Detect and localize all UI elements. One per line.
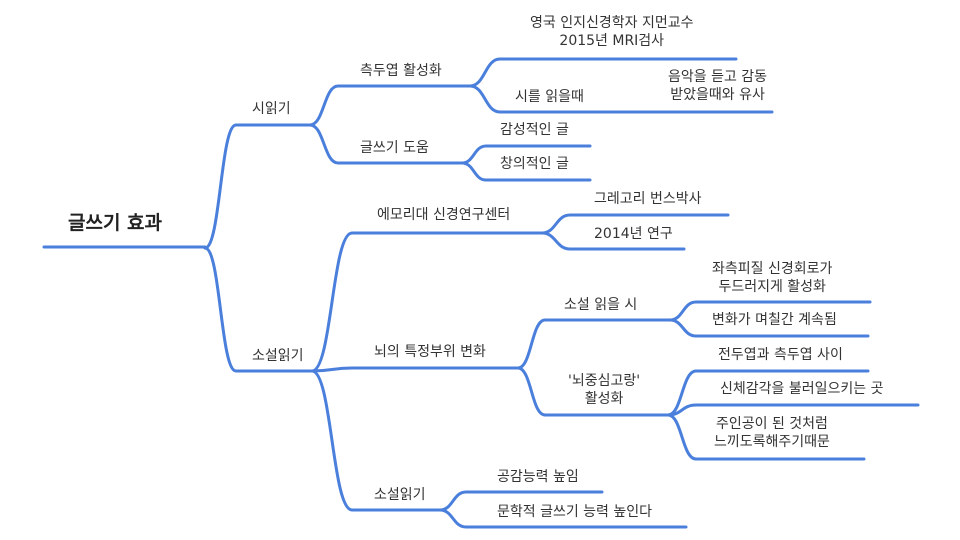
node-zeman-line-1: 영국 인지신경학자 지먼교수: [530, 15, 694, 31]
edge-zeman: [468, 57, 738, 88]
node-emory-center[interactable]: 에모리대 신경연구센터: [377, 207, 511, 223]
edge-protagonist: [666, 413, 866, 461]
node-empathy[interactable]: 공감능력 높임: [497, 469, 579, 485]
node-music-line-2: 받았을때와 유사: [670, 87, 765, 103]
node-protagonist-line-2: 느끼도록해주기때문: [714, 434, 830, 450]
edge-emory: [310, 231, 544, 373]
node-protagonist[interactable]: 주인공이 된 것처럼 느끼도록해주기때문: [714, 415, 830, 451]
node-creative-writing[interactable]: 창의적인 글: [500, 156, 569, 172]
node-central-sulcus-line-2: 활성화: [584, 391, 624, 407]
node-emotional-writing[interactable]: 감성적인 글: [500, 122, 569, 138]
node-gregory-berns[interactable]: 그레고리 번스박사: [594, 191, 702, 207]
node-bodily-sensation[interactable]: 신체감각을 불러일으키는 곳: [720, 381, 884, 397]
node-music-similarity[interactable]: 음악을 듣고 감동 받았을때와 유사: [668, 68, 767, 104]
edge-brain-region: [310, 366, 520, 373]
node-brain-region-change[interactable]: 뇌의 특정부위 변화: [374, 344, 486, 360]
edge-novel: [203, 246, 314, 373]
edge-when-reading-poem: [468, 84, 774, 114]
node-central-sulcus-line-1: '뇌중심고랑': [568, 373, 641, 389]
edge-bodily: [666, 403, 920, 417]
edge-central-sulcus: [516, 366, 670, 417]
node-writing-help[interactable]: 글쓰기 도움: [360, 140, 429, 156]
node-temporal-lobe-activation[interactable]: 측두엽 활성화: [360, 63, 442, 79]
root-node[interactable]: 글쓰기 효과: [68, 212, 163, 234]
node-between-lobes[interactable]: 전두엽과 측두엽 사이: [718, 347, 843, 363]
node-left-cortex-line-1: 좌측피질 신경회로가: [712, 261, 833, 277]
edge-poetry: [203, 123, 312, 250]
node-zeman-line-2: 2015년 MRI검사: [559, 33, 665, 49]
node-protagonist-line-1: 주인공이 된 것처럼: [715, 416, 828, 432]
node-lasting-change[interactable]: 변화가 며칠간 계속됨: [712, 312, 837, 328]
node-literary-writing[interactable]: 문학적 글쓰기 능력 높인다: [497, 504, 653, 520]
node-novel-reading[interactable]: 소설읽기: [252, 348, 304, 364]
node-zeman-research[interactable]: 영국 인지신경학자 지먼교수 2015년 MRI검사: [530, 14, 693, 50]
edge-lasting: [668, 318, 870, 338]
node-music-line-1: 음악을 듣고 감동: [668, 69, 768, 85]
node-left-cortex[interactable]: 좌측피질 신경회로가 두드러지게 활성화: [712, 260, 832, 296]
node-when-reading-novel[interactable]: 소설 읽을 시: [564, 297, 638, 313]
node-2014-study[interactable]: 2014년 연구: [594, 226, 673, 242]
edge-literary: [438, 508, 688, 529]
edge-novel-effects: [310, 369, 442, 512]
edge-when-reading-novel: [516, 318, 672, 370]
node-poetry-reading[interactable]: 시읽기: [252, 101, 291, 117]
edge-writing-help: [308, 123, 464, 165]
edge-temporal: [308, 84, 472, 127]
node-left-cortex-line-2: 두드러지게 활성화: [718, 279, 826, 295]
edge-creative: [460, 161, 592, 182]
node-novel-reading-effects[interactable]: 소설읽기: [374, 487, 426, 503]
node-when-reading-poem[interactable]: 시를 읽을때: [515, 89, 584, 105]
edge-2014: [540, 231, 686, 251]
node-central-sulcus[interactable]: '뇌중심고랑' 활성화: [568, 372, 640, 408]
